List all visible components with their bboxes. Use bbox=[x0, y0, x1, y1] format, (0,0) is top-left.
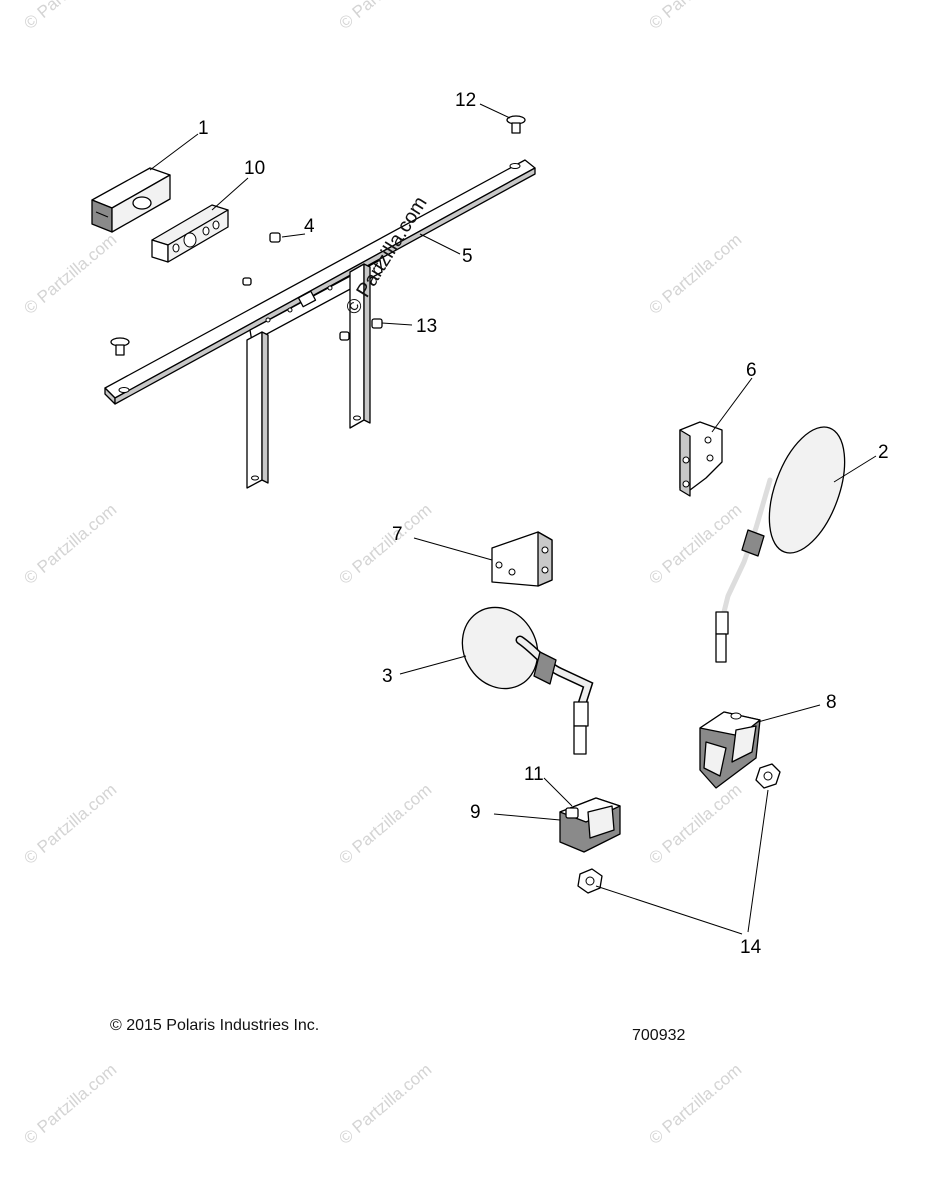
part-10-plate bbox=[151, 204, 229, 263]
watermark: © Partzilla.com bbox=[645, 500, 745, 588]
callout-5: 5 bbox=[462, 246, 473, 267]
callout-13: 13 bbox=[416, 316, 437, 337]
watermark: © Partzilla.com bbox=[20, 0, 120, 33]
watermark: © Partzilla.com bbox=[335, 0, 435, 33]
part-12-rivet bbox=[110, 115, 526, 356]
watermark: © Partzilla.com bbox=[335, 780, 435, 868]
callout-1: 1 bbox=[198, 118, 209, 139]
watermark: © Partzilla.com bbox=[645, 230, 745, 318]
copyright-notice: © 2015 Polaris Industries Inc. bbox=[110, 1017, 320, 1034]
callout-2: 2 bbox=[878, 442, 889, 463]
leader-lines bbox=[149, 103, 877, 935]
callout-14: 14 bbox=[740, 937, 762, 958]
callout-10: 10 bbox=[244, 158, 265, 179]
part-14-nut bbox=[577, 763, 781, 894]
watermark: © Partzilla.com bbox=[335, 500, 435, 588]
callout-8: 8 bbox=[826, 692, 837, 713]
watermark: © Partzilla.com bbox=[20, 500, 120, 588]
callout-7: 7 bbox=[392, 524, 403, 545]
watermark-layer: © Partzilla.com © Partzilla.com © Partzi… bbox=[20, 0, 745, 1148]
watermark: © Partzilla.com bbox=[20, 1060, 120, 1148]
callout-3: 3 bbox=[382, 666, 393, 687]
watermark: © Partzilla.com bbox=[335, 1060, 435, 1148]
part-7-bracket bbox=[491, 531, 553, 587]
part-4-nut bbox=[242, 232, 281, 286]
part-13-nut bbox=[339, 318, 383, 341]
watermark: © Partzilla.com bbox=[20, 230, 120, 318]
callout-4: 4 bbox=[304, 216, 315, 237]
watermark: © Partzilla.com bbox=[20, 780, 120, 868]
watermark: © Partzilla.com bbox=[645, 0, 745, 33]
part-3-mirror bbox=[461, 606, 594, 755]
callout-6: 6 bbox=[746, 360, 757, 381]
diagram-number: 700932 bbox=[632, 1027, 686, 1044]
watermark: © Partzilla.com bbox=[645, 1060, 745, 1148]
callout-12: 12 bbox=[455, 90, 476, 111]
callouts: 1 10 4 5 12 13 6 2 7 3 8 11 9 14 bbox=[198, 90, 889, 958]
watermark: © Partzilla.com bbox=[645, 780, 745, 868]
part-1-switch bbox=[91, 167, 171, 233]
part-6-bracket bbox=[679, 421, 723, 497]
part-8-clamp bbox=[699, 711, 761, 789]
callout-9: 9 bbox=[470, 802, 481, 823]
callout-11: 11 bbox=[524, 764, 544, 785]
part-9-clamp bbox=[559, 797, 621, 853]
part-2-mirror bbox=[715, 426, 846, 663]
part-5-bracket bbox=[104, 159, 536, 489]
